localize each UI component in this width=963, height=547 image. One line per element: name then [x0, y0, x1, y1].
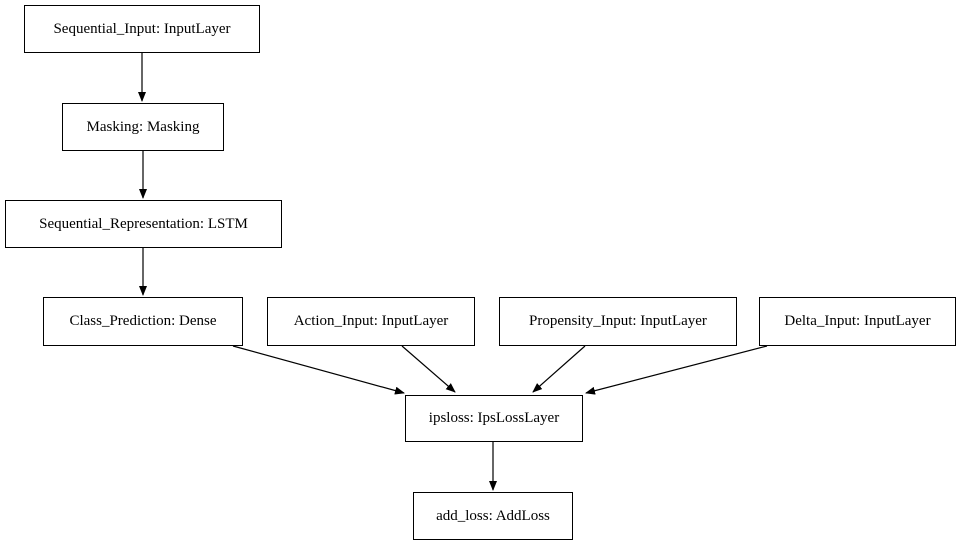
node-label: Sequential_Input: InputLayer [53, 20, 231, 37]
edge-class-prediction-to-ipsloss [232, 345, 405, 395]
node-action-input: Action_Input: InputLayer [267, 297, 475, 346]
node-masking: Masking: Masking [62, 103, 224, 151]
node-sequential-representation: Sequential_Representation: LSTM [5, 200, 282, 248]
node-label: Class_Prediction: Dense [69, 313, 217, 329]
edge-propensity-input-to-ipsloss [532, 345, 586, 393]
node-label: Masking: Masking [86, 118, 200, 135]
edge-action-input-to-ipsloss [401, 345, 456, 393]
node-label: add_loss: AddLoss [436, 507, 550, 524]
node-ipsloss: ipsloss: IpsLossLayer [405, 395, 583, 442]
node-delta-input: Delta_Input: InputLayer [759, 297, 956, 346]
node-class-prediction: Class_Prediction: Dense [43, 297, 243, 346]
node-propensity-input: Propensity_Input: InputLayer [499, 297, 737, 346]
edge-delta-input-to-ipsloss [585, 345, 768, 395]
node-sequential-input: Sequential_Input: InputLayer [24, 5, 260, 53]
node-add-loss: add_loss: AddLoss [413, 492, 573, 540]
node-label: ipsloss: IpsLossLayer [428, 410, 560, 426]
node-label: Delta_Input: InputLayer [784, 313, 931, 329]
node-label: Propensity_Input: InputLayer [529, 313, 707, 329]
node-label: Action_Input: InputLayer [293, 313, 449, 329]
node-label: Sequential_Representation: LSTM [39, 215, 248, 232]
